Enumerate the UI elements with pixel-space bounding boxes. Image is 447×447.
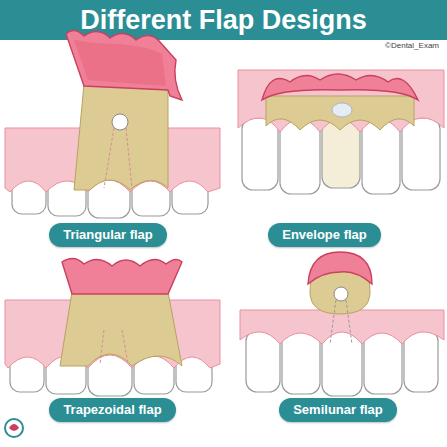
logo-mark	[5, 419, 23, 437]
flap-name: Triangular flap	[49, 223, 167, 243]
diagram-title: Different Flap Designs	[0, 2, 447, 38]
semilunar-illustration	[240, 252, 444, 396]
flap-label-pill: Envelope flap	[268, 223, 381, 247]
envelope-illustration	[238, 70, 444, 194]
flap-label-pill: Triangular flap	[49, 223, 167, 247]
flap-name: Envelope flap	[268, 223, 381, 243]
flap-name: Trapezoidal flap	[49, 398, 176, 418]
flap-label-pill: Semilunar flap	[279, 398, 397, 422]
flap-name: Semilunar flap	[279, 398, 397, 418]
triangular-illustration	[5, 30, 220, 218]
flap-label-pill: Trapezoidal flap	[49, 398, 176, 422]
trapezoidal-illustration	[5, 258, 220, 396]
watermark: ©Dental_Exam	[385, 41, 439, 50]
